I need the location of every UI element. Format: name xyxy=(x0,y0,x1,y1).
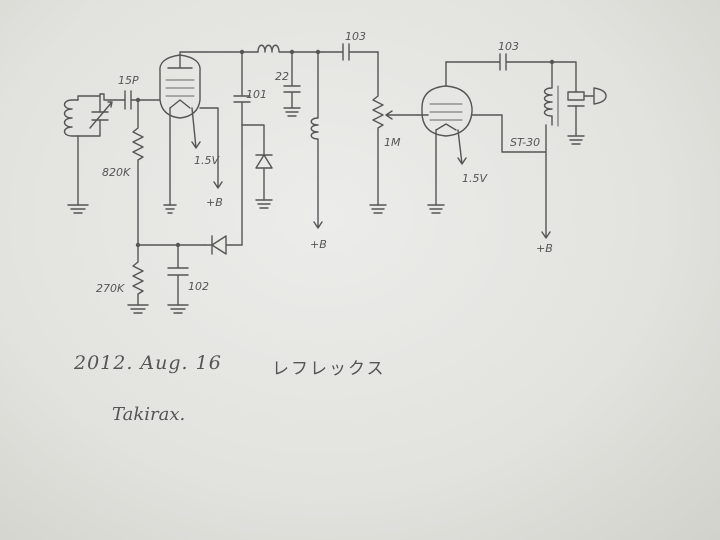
label-filament2: 1.5V xyxy=(462,172,488,185)
filament2-arrow xyxy=(457,129,467,165)
rf-choke xyxy=(257,44,323,53)
label-pot: 1M xyxy=(384,136,401,149)
label-c-plate: 101 xyxy=(246,88,267,101)
bias-resistor-270k xyxy=(127,244,149,314)
label-c-input: 15P xyxy=(118,74,139,87)
label-c-couple2: 103 xyxy=(498,40,519,53)
detector-diode-1 xyxy=(204,235,243,255)
variable-capacitor xyxy=(77,95,113,137)
plate1-wire xyxy=(179,51,259,57)
label-r-grid: 820K xyxy=(102,166,131,179)
supply3-arrow xyxy=(541,124,551,239)
label-supply1: +B xyxy=(206,196,223,209)
junction-dot xyxy=(289,49,295,55)
junction-dot xyxy=(315,49,321,55)
audio-choke xyxy=(310,51,323,229)
crystal-earphone xyxy=(551,61,607,145)
label-r-bias: 270K xyxy=(96,282,125,295)
label-c-tank: 22 xyxy=(275,70,289,83)
input-capacitor-15p xyxy=(124,90,161,110)
tank-capacitor-22 xyxy=(283,51,301,117)
label-filament1: 1.5V xyxy=(194,154,220,167)
author-signature: Takirax. xyxy=(112,404,186,425)
date-note: 2012. Aug. 16 xyxy=(74,352,222,374)
volume-potentiometer-1m xyxy=(369,51,419,214)
tuning-coil xyxy=(63,99,79,137)
label-supply3: +B xyxy=(536,242,553,255)
label-c-couple1: 103 xyxy=(345,30,366,43)
output-transformer-st30 xyxy=(543,61,559,127)
junction-dot xyxy=(239,49,245,55)
bypass-capacitor-102 xyxy=(167,244,189,314)
coupling-capacitor-103-1 xyxy=(321,43,379,61)
vacuum-tube-2 xyxy=(417,61,473,137)
ground-symbol xyxy=(427,204,445,214)
label-transformer: ST-30 xyxy=(510,136,540,149)
supply1-arrow xyxy=(199,107,223,189)
title-note: レフレックス xyxy=(272,359,386,379)
screen-wire xyxy=(471,114,547,153)
vacuum-tube-1 xyxy=(159,54,201,119)
label-supply2: +B xyxy=(310,238,327,251)
label-c-bypass: 102 xyxy=(188,280,209,293)
coupling-capacitor-103-2 xyxy=(497,53,553,71)
ground-symbol xyxy=(163,204,177,214)
plate-capacitor-101 xyxy=(233,51,251,126)
grid-resistor-820k xyxy=(132,99,144,246)
input-wire xyxy=(99,93,126,101)
filament1-arrow xyxy=(191,107,201,149)
detector-diode-2 xyxy=(241,124,273,209)
ground-symbol xyxy=(67,204,89,214)
